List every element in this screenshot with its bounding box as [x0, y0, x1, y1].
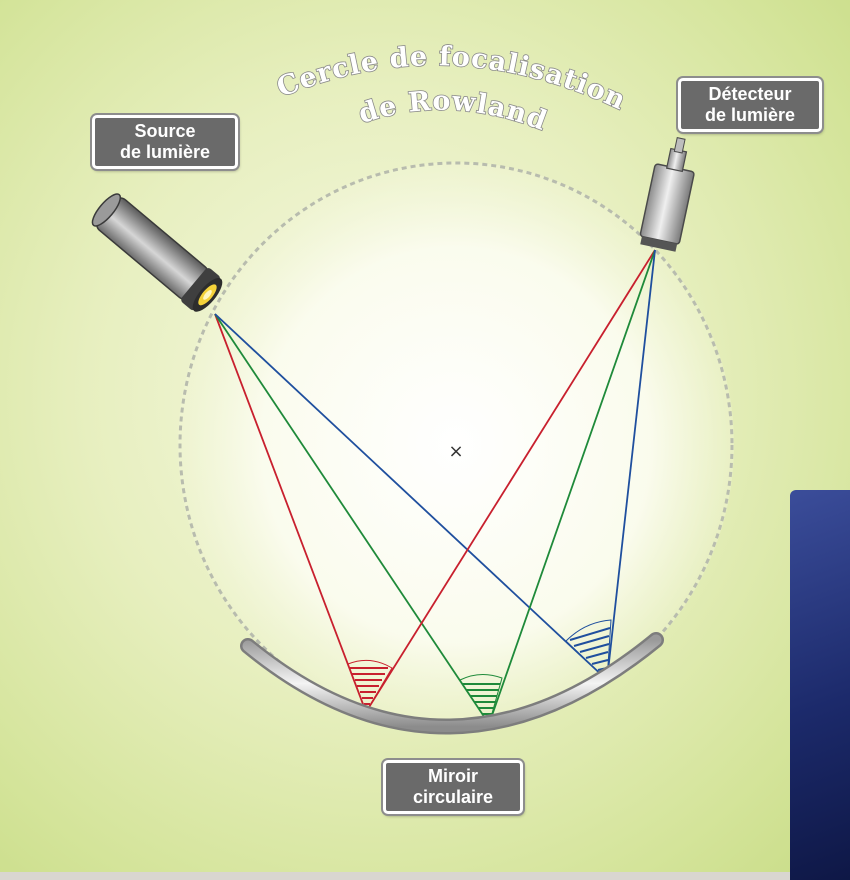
detector-label-line2: de lumière [704, 105, 796, 125]
circle-center-mark: × [448, 441, 463, 462]
ray-blue-reflected [606, 249, 656, 681]
ray-green-incident [214, 313, 490, 725]
source-label: Source de lumière [92, 115, 238, 169]
rowland-circle-glow [178, 162, 734, 728]
detector-label-line1: Détecteur [708, 84, 792, 104]
source-label-line2: de lumière [119, 142, 211, 162]
light-source-icon [91, 193, 223, 312]
mirror-label-line2: circulaire [412, 787, 494, 807]
mirror-label: Miroir circulaire [383, 760, 523, 814]
ray-green-reflected [488, 249, 656, 725]
reflected-rays [365, 249, 656, 725]
rowland-circle [178, 161, 734, 729]
detector-label: Détecteur de lumière [678, 78, 822, 132]
ray-red-incident [214, 313, 367, 713]
title-arc-line2: de Rowland [355, 86, 552, 137]
source-rays [214, 313, 608, 725]
light-detector-icon [639, 137, 695, 252]
ray-red-reflected [365, 249, 656, 713]
source-label-line1: Source [134, 121, 196, 141]
circular-mirror [242, 634, 662, 732]
mirror-label-line1: Miroir [427, 766, 478, 786]
ray-blue-incident [214, 313, 608, 681]
angle-red [347, 659, 393, 714]
angle-green [459, 674, 503, 726]
side-photo-edge [790, 490, 850, 880]
angle-blue [565, 619, 612, 682]
